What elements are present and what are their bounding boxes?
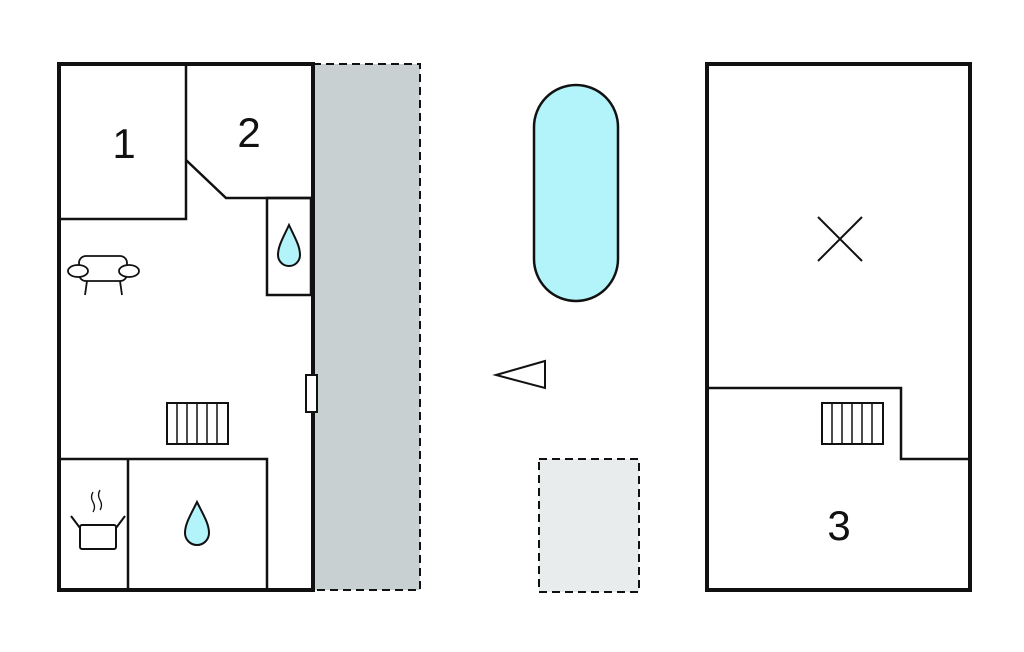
room-1-label: 1: [112, 120, 135, 167]
compass-arrow-icon: [492, 359, 546, 390]
pool-icon: [532, 83, 620, 303]
terrace: [313, 63, 421, 591]
room-2-label: 2: [237, 109, 260, 156]
bed-x-icon: [817, 216, 863, 262]
upper-floor: 3: [705, 62, 972, 592]
door-icon: [305, 374, 318, 413]
water-drop-icon: [183, 499, 211, 546]
ground-floor: 1 2: [57, 62, 318, 592]
cooking-pot-icon: [70, 489, 126, 550]
stairs-icon: [166, 402, 229, 445]
parking-area: [538, 458, 640, 593]
stairs-icon: [821, 402, 884, 445]
room-3-label: 3: [827, 502, 850, 549]
water-drop-icon: [276, 222, 302, 267]
sofa-icon: [67, 255, 140, 296]
